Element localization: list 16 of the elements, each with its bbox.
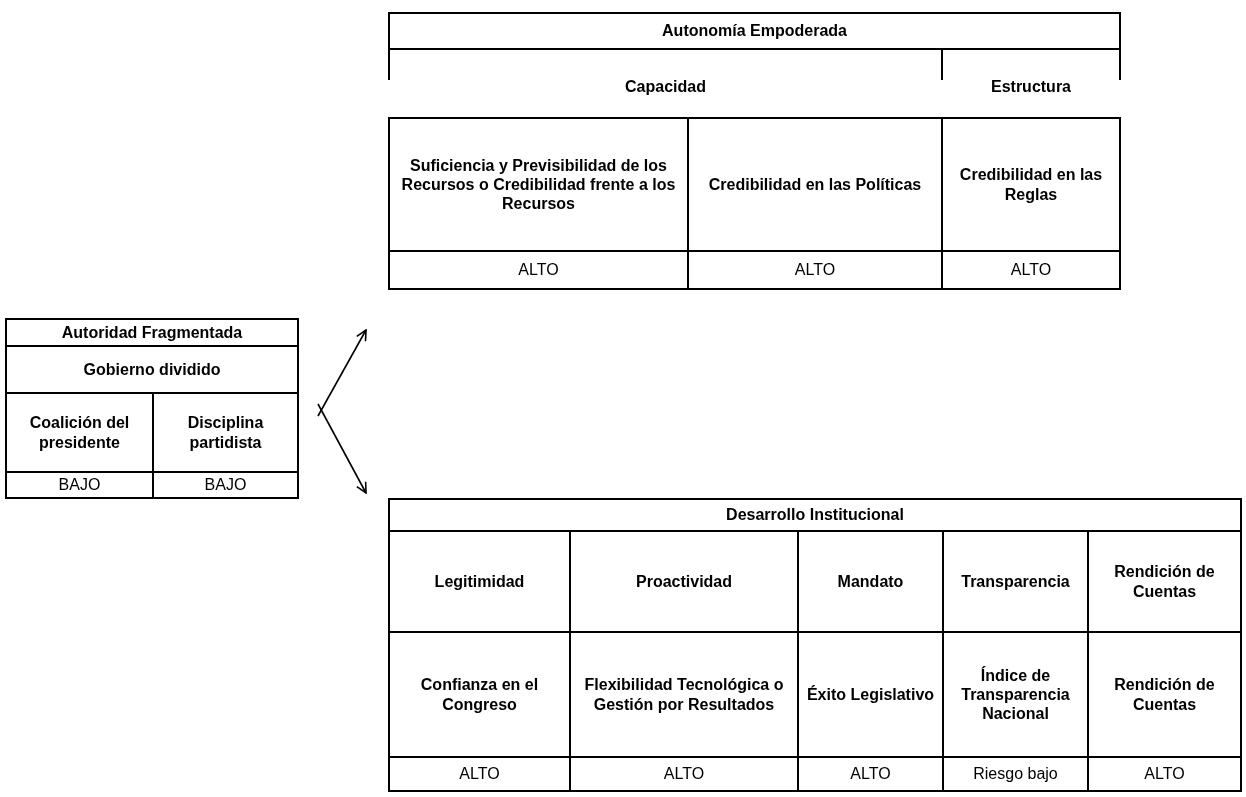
arrow	[317, 329, 367, 417]
header-cell: Gobierno dividido	[5, 345, 299, 394]
value-cell: ALTO	[388, 250, 689, 290]
value-cell: ALTO	[1087, 756, 1242, 792]
value-cell: BAJO	[152, 471, 299, 499]
value-cell: ALTO	[388, 756, 571, 792]
header-cell: Autoridad Fragmentada	[5, 318, 299, 347]
header-cell: Desarrollo Institucional	[388, 498, 1242, 532]
header-cell: Credibilidad en las Reglas	[941, 117, 1121, 252]
value-cell: ALTO	[941, 250, 1121, 290]
column-group-heading: Estructura	[990, 77, 1072, 98]
header-cell: Suficiencia y Previsibilidad de los Recursos o Credibilidad frente a los Recursos	[388, 117, 689, 252]
value-cell: BAJO	[5, 471, 154, 499]
header-cell: Autonomía Empoderada	[388, 12, 1121, 50]
column-group-heading: Capacidad	[624, 77, 707, 98]
arrow	[317, 403, 367, 494]
